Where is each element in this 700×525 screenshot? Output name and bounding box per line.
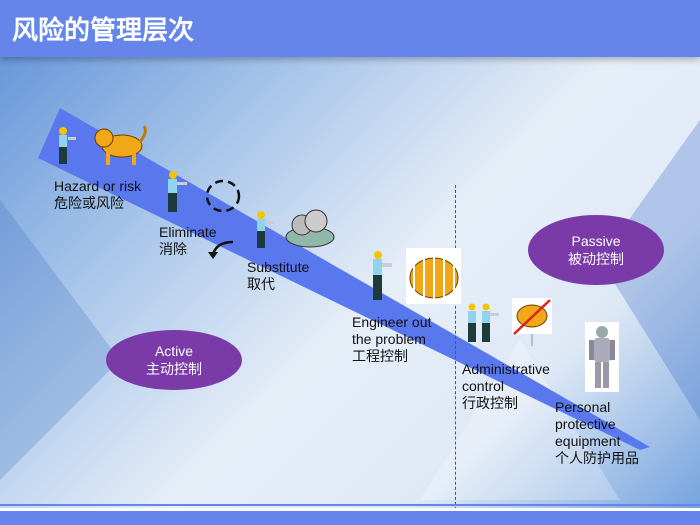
level-engineering: Engineer out the problem 工程控制 (352, 314, 431, 365)
active-zh: 主动控制 (146, 361, 202, 377)
worker-icon (373, 251, 392, 300)
level-en: Substitute (247, 259, 310, 275)
eliminated-hazard-icon (205, 179, 241, 213)
worker-icon (168, 171, 187, 212)
footer-line (0, 504, 700, 506)
level-zh: 危险或风险 (54, 195, 124, 211)
level-hazard: Hazard or risk 危险或风险 (54, 178, 141, 212)
level-administrative: Administrative control 行政控制 (462, 361, 550, 412)
two-workers-icon (468, 303, 499, 342)
header-bar: 风险的管理层次 (0, 0, 700, 57)
passive-en: Passive (571, 233, 621, 249)
level-en: Hazard or risk (54, 178, 142, 194)
level-eliminate: Eliminate 消除 (159, 224, 217, 258)
level-en: equipment (555, 433, 621, 449)
worker-icon (59, 127, 76, 164)
footer-bar (0, 508, 700, 525)
level-en: Eliminate (159, 224, 217, 240)
armor-icon (585, 322, 619, 392)
arrow-icon (208, 240, 234, 259)
level-substitute: Substitute 取代 (247, 259, 309, 293)
active-control-ellipse: Active 主动控制 (106, 330, 242, 390)
level-zh: 消除 (159, 241, 187, 257)
level-en: the problem (352, 331, 426, 347)
level-zh: 行政控制 (462, 395, 518, 411)
hierarchy-band (38, 108, 650, 450)
level-en: control (462, 378, 505, 394)
passive-control-ellipse: Passive 被动控制 (528, 215, 664, 285)
level-en: Personal (555, 399, 611, 415)
page-title: 风险的管理层次 (12, 16, 195, 46)
level-en: Administrative (462, 361, 550, 377)
level-zh: 工程控制 (352, 348, 408, 364)
cat-icon (285, 209, 335, 248)
level-zh: 取代 (247, 276, 275, 292)
caged-tiger-icon (406, 248, 461, 304)
level-ppe: Personal protective equipment 个人防护用品 (555, 399, 639, 467)
passive-zh: 被动控制 (568, 251, 624, 267)
active-en: Active (154, 343, 194, 359)
no-tiger-sign-icon (512, 298, 552, 346)
active-passive-divider (455, 185, 456, 525)
level-en: protective (555, 416, 616, 432)
level-en: Engineer out (352, 314, 432, 330)
worker-icon (257, 211, 274, 248)
tiger-icon (94, 125, 147, 165)
level-zh: 个人防护用品 (555, 450, 639, 466)
